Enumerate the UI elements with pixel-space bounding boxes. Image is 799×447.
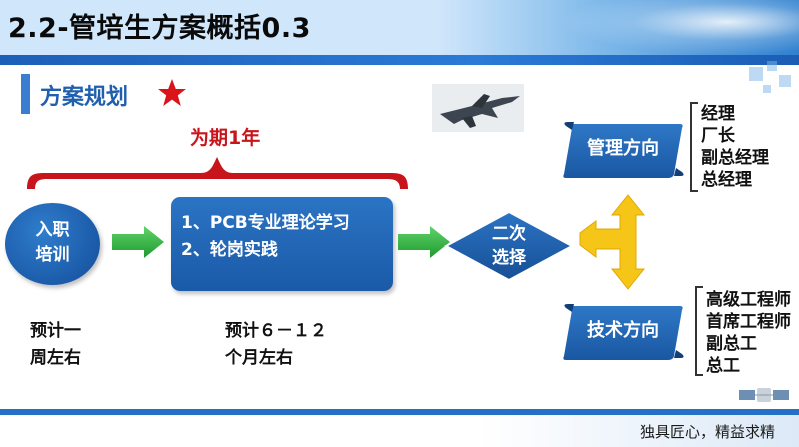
- duration-label: 为期1年: [190, 127, 261, 149]
- step2-duration-note: 预计６－１２ 个月左右: [225, 318, 327, 372]
- study-rotation-label: 1、PCB专业理论学习 2、轮岗实践: [181, 210, 350, 264]
- technical-direction-banner: [563, 304, 684, 360]
- position-item: 厂长: [701, 126, 735, 146]
- technical-direction-label: 技术方向: [587, 320, 659, 341]
- arrow-right-icon: [112, 226, 164, 258]
- management-direction-banner: [563, 122, 684, 178]
- onboarding-training-node: [5, 203, 100, 285]
- position-item: 总工: [706, 356, 740, 376]
- management-bracket: [690, 102, 698, 192]
- section-title: 方案规划: [40, 85, 129, 110]
- position-item: 高级工程师: [706, 290, 791, 310]
- note2-line2: 个月左右: [225, 348, 293, 368]
- step1-duration-note: 预计一 周左右: [30, 318, 81, 372]
- note1-line2: 周左右: [30, 348, 81, 368]
- footer-band: [0, 409, 799, 447]
- position-item: 副总工: [706, 334, 757, 354]
- position-item: 经理: [701, 104, 735, 124]
- technical-positions-list: 高级工程师 首席工程师 副总工 总工: [706, 289, 791, 377]
- position-item: 总经理: [701, 170, 752, 190]
- step2-line2: 2、轮岗实践: [181, 240, 278, 260]
- satellite-icon: [739, 388, 789, 402]
- step2-line1: 1、PCB专业理论学习: [181, 213, 350, 233]
- management-positions-list: 经理 厂长 副总经理 总经理: [701, 103, 769, 191]
- position-item: 首席工程师: [706, 312, 791, 332]
- second-choice-node: [444, 210, 574, 282]
- arrow-right-icon: [398, 226, 450, 258]
- header-glow: [559, 0, 799, 55]
- fork-arrow-icon: [579, 194, 646, 290]
- duration-bracket: [27, 157, 408, 189]
- study-rotation-node: [171, 197, 393, 291]
- second-choice-label: 二次 选择: [444, 222, 574, 270]
- footer-line: [0, 409, 799, 415]
- footer-slogan: 独具匠心，精益求精: [639, 423, 775, 441]
- note2-line1: 预计６－１２: [225, 321, 327, 341]
- management-direction-label: 管理方向: [587, 138, 659, 159]
- slide-title: 2.2-管培生方案概括0.3: [8, 13, 311, 44]
- fighter-jet-image: [432, 84, 524, 132]
- position-item: 副总经理: [701, 148, 769, 168]
- technical-bracket: [695, 286, 703, 376]
- step3-line1: 二次: [492, 224, 526, 244]
- step1-line1: 入职: [35, 220, 70, 240]
- header-underline-bar: [0, 55, 799, 65]
- section-marker: [21, 74, 30, 114]
- step1-line2: 培训: [35, 245, 70, 265]
- decorative-squares: [679, 55, 799, 115]
- onboarding-training-label: 入职 培训: [5, 218, 100, 268]
- header-banner: 2.2-管培生方案概括0.3: [0, 0, 799, 55]
- note1-line1: 预计一: [30, 321, 81, 341]
- star-icon: [158, 79, 186, 106]
- step3-line2: 选择: [492, 248, 526, 268]
